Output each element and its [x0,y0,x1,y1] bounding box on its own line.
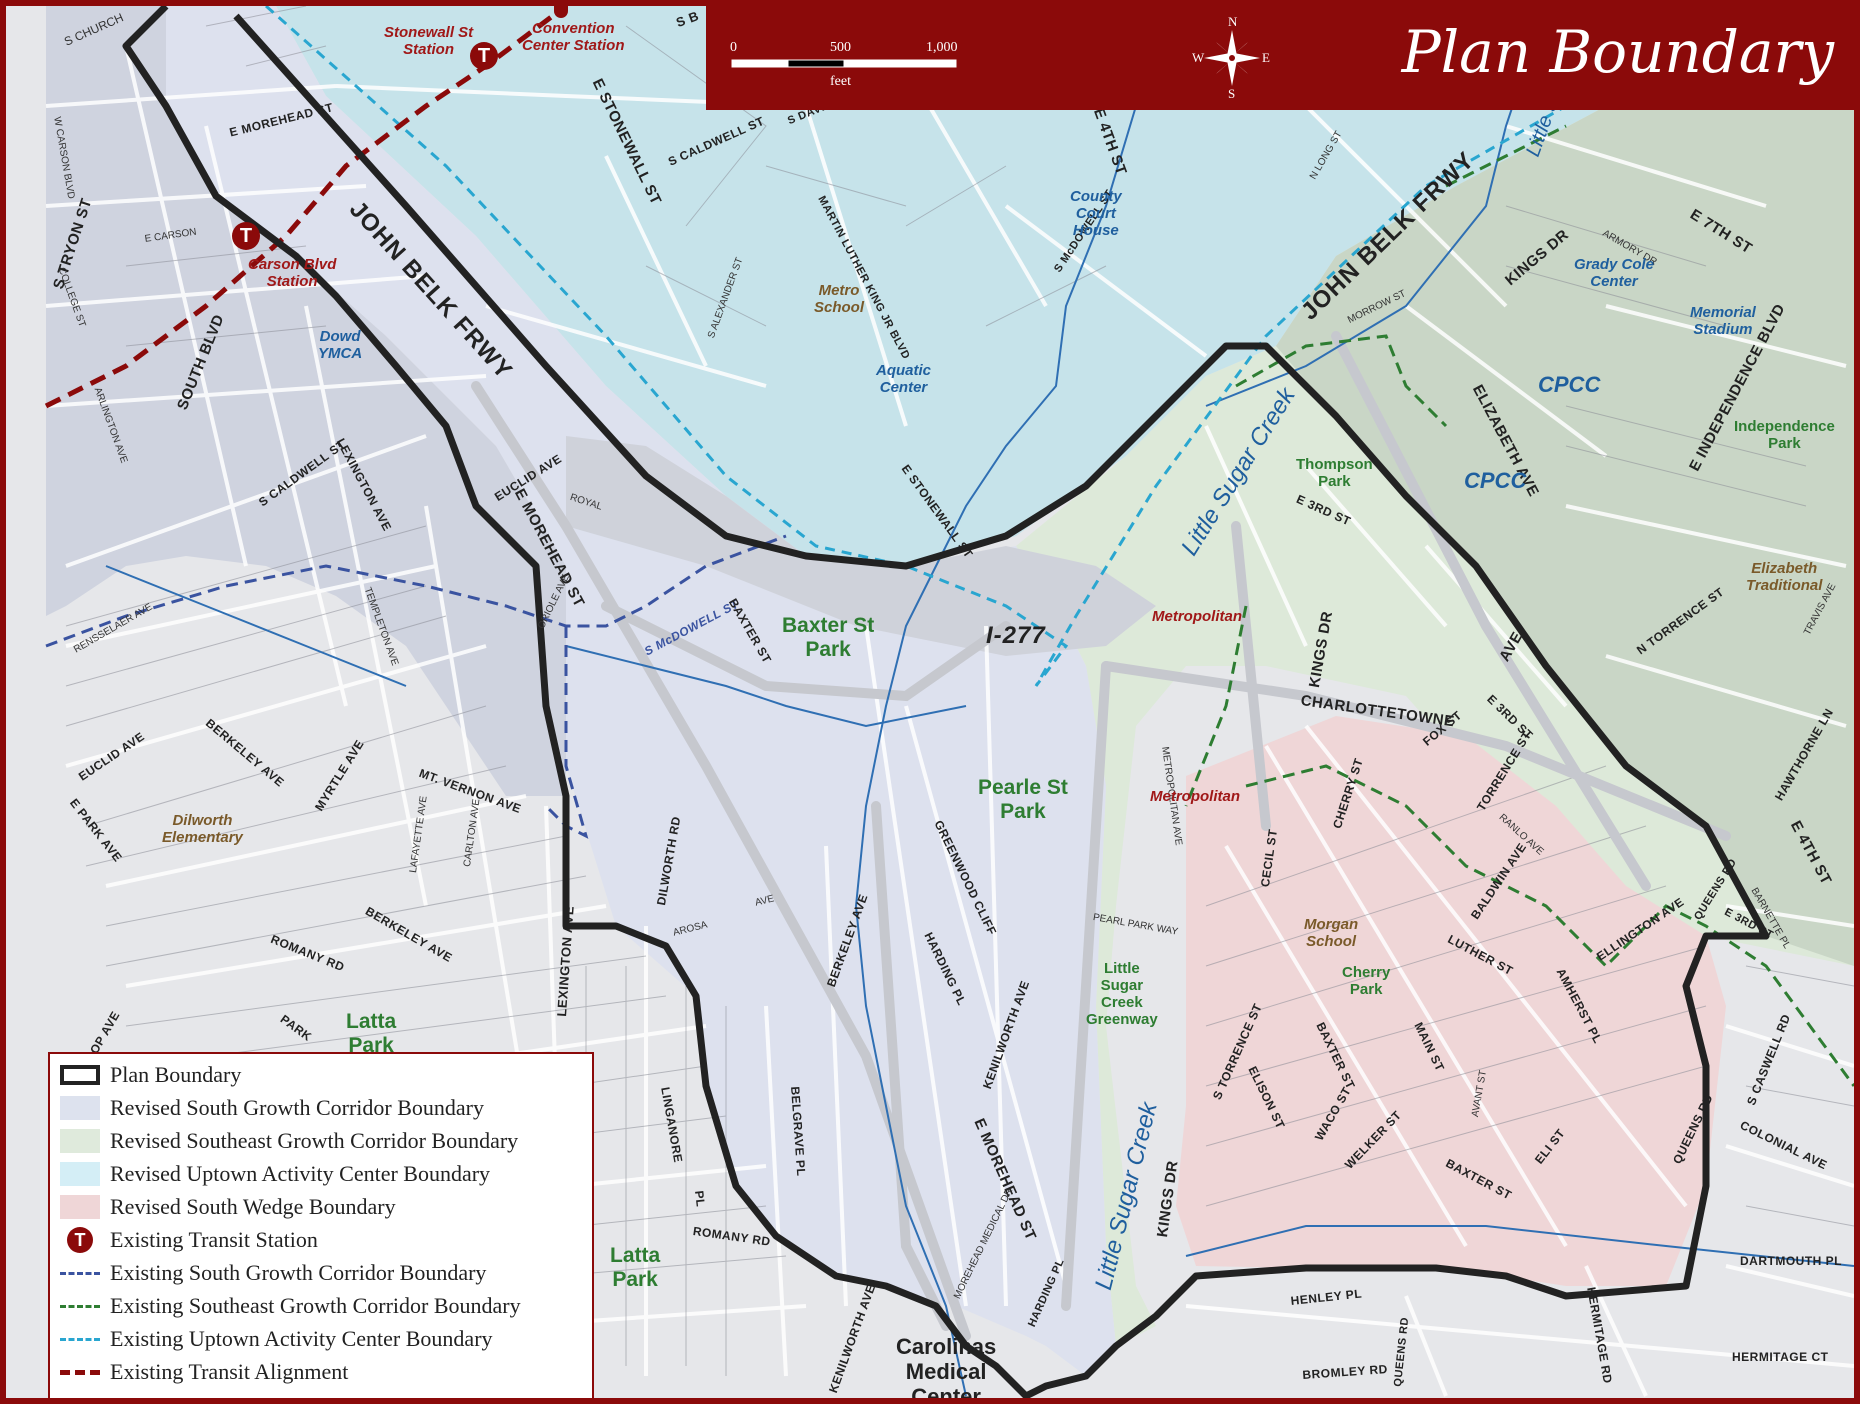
existing-south-line [45,534,787,839]
legend-label: Existing Transit Station [110,1227,318,1252]
south-wedge-area [1176,716,1726,1286]
map-frame: JOHN BELK FRWY JOHN BELK FRWY I-277 S TR… [6,6,1854,1398]
compass-w: W [1192,50,1205,65]
legend-label: Revised South Wedge Boundary [110,1194,396,1219]
uptown-swatch [58,1161,102,1187]
legend-label: Existing South Growth Corridor Boundary [110,1260,487,1285]
dashed-red-line [58,1359,102,1385]
place-label: Metropolitan [1152,608,1242,625]
place-label: CPCC [1464,468,1527,493]
scale-unit-label: feet [830,74,851,89]
legend-label: Existing Southeast Growth Corridor Bound… [110,1293,521,1318]
legend-label: Revised Uptown Activity Center Boundary [110,1161,491,1186]
west-corridor-area [46,6,566,796]
compass-rose-icon: N S W E [1192,14,1272,101]
place-label: Grady Cole Center [1574,256,1655,290]
place-label: Latta Park [346,1010,397,1057]
transit-station-icon[interactable] [554,6,568,18]
place-label: Metropolitan [1150,788,1240,805]
map-canvas[interactable] [6,6,1854,1398]
legend-item: Existing Transit Alignment [58,1357,348,1387]
legend-label: Existing Uptown Activity Center Boundary [110,1326,493,1351]
place-label: County Court House [1070,188,1122,239]
place-label: Carolinas Medical Center [896,1334,997,1398]
legend-label: Existing Transit Alignment [110,1359,349,1384]
place-label: Elizabeth Traditional [1746,560,1823,594]
existing-uptown-line [265,6,1607,687]
south-corridor-area [166,6,1116,1376]
street-label: DARTMOUTH PL [1740,1254,1842,1268]
dashed-green-line [58,1293,102,1319]
page-title: Plan Boundary [1401,18,1834,86]
legend-item: Revised South Growth Corridor Boundary [58,1093,484,1123]
compass-s: S [1228,86,1236,101]
transit-station-icon[interactable]: T [232,222,260,250]
existing-southeast-line [1184,124,1854,1087]
place-label: Thompson Park [1296,456,1373,490]
plan-boundary-line [122,6,1770,1398]
street-label: I-277 [986,622,1046,649]
transit-station-icon[interactable]: T [470,42,498,70]
existing-transit-line [44,6,568,409]
station-label: Convention Center Station [522,20,625,54]
legend-item: T Existing Transit Station [58,1225,318,1255]
dashed-blue-line [58,1260,102,1286]
legend-label: Revised Southeast Growth Corridor Bounda… [110,1128,519,1153]
legend-item: Revised Southeast Growth Corridor Bounda… [58,1126,518,1156]
southeast-corridor-swatch [58,1128,102,1154]
place-label: Independence Park [1734,418,1835,452]
legend-label: Plan Boundary [110,1062,242,1087]
plan-boundary-swatch [58,1062,102,1088]
legend-panel: Plan Boundary Revised South Growth Corri… [48,1052,594,1398]
compass-n: N [1228,14,1238,29]
legend-item: Plan Boundary [58,1060,241,1090]
station-label: Carson Blvd Station [248,256,337,290]
legend-item: Existing Uptown Activity Center Boundary [58,1324,493,1354]
scale-bar: 0 500 1,000 feet [730,40,960,96]
place-label: Little Sugar Creek Greenway [1086,960,1158,1028]
place-label: Latta Park [610,1244,661,1291]
place-label: Pearle St Park [978,776,1068,823]
place-label: CPCC [1538,372,1601,397]
place-label: Dowd YMCA [318,328,363,362]
transit-station-icon: T [67,1227,93,1253]
place-label: Metro School [814,282,865,316]
place-label: Cherry Park [1342,964,1391,998]
scale-tick-label: 0 [730,40,737,55]
scale-bar-graphic [731,59,957,68]
compass-e: E [1262,50,1270,65]
scale-tick-label: 500 [830,40,851,55]
place-label: Baxter St Park [782,614,875,661]
title-bar: 0 500 1,000 feet N S W E Plan Boundary [706,6,1854,110]
cpcc-area [1276,66,1854,966]
legend-item: Revised South Wedge Boundary [58,1192,396,1222]
place-label: Memorial Stadium [1690,304,1756,338]
street-label: PL [692,1190,708,1208]
place-label: Aquatic Center [876,362,932,396]
i277-band [566,436,1156,656]
street-label: HERMITAGE CT [1732,1350,1829,1364]
south-corridor-swatch [58,1095,102,1121]
dashed-cyan-line [58,1326,102,1352]
scale-tick-label: 1,000 [926,40,958,55]
legend-item: Existing Southeast Growth Corridor Bound… [58,1291,521,1321]
street-grid [45,45,1854,1397]
legend-label: Revised South Growth Corridor Boundary [110,1095,484,1120]
south-wedge-swatch [58,1194,102,1220]
place-label: Morgan School [1304,916,1359,950]
station-label: Stonewall St Station [384,24,474,58]
place-label: Dilworth Elementary [162,812,243,846]
main-roads [471,331,1731,1341]
legend-item: Existing South Growth Corridor Boundary [58,1258,486,1288]
legend-item: Revised Uptown Activity Center Boundary [58,1159,490,1189]
